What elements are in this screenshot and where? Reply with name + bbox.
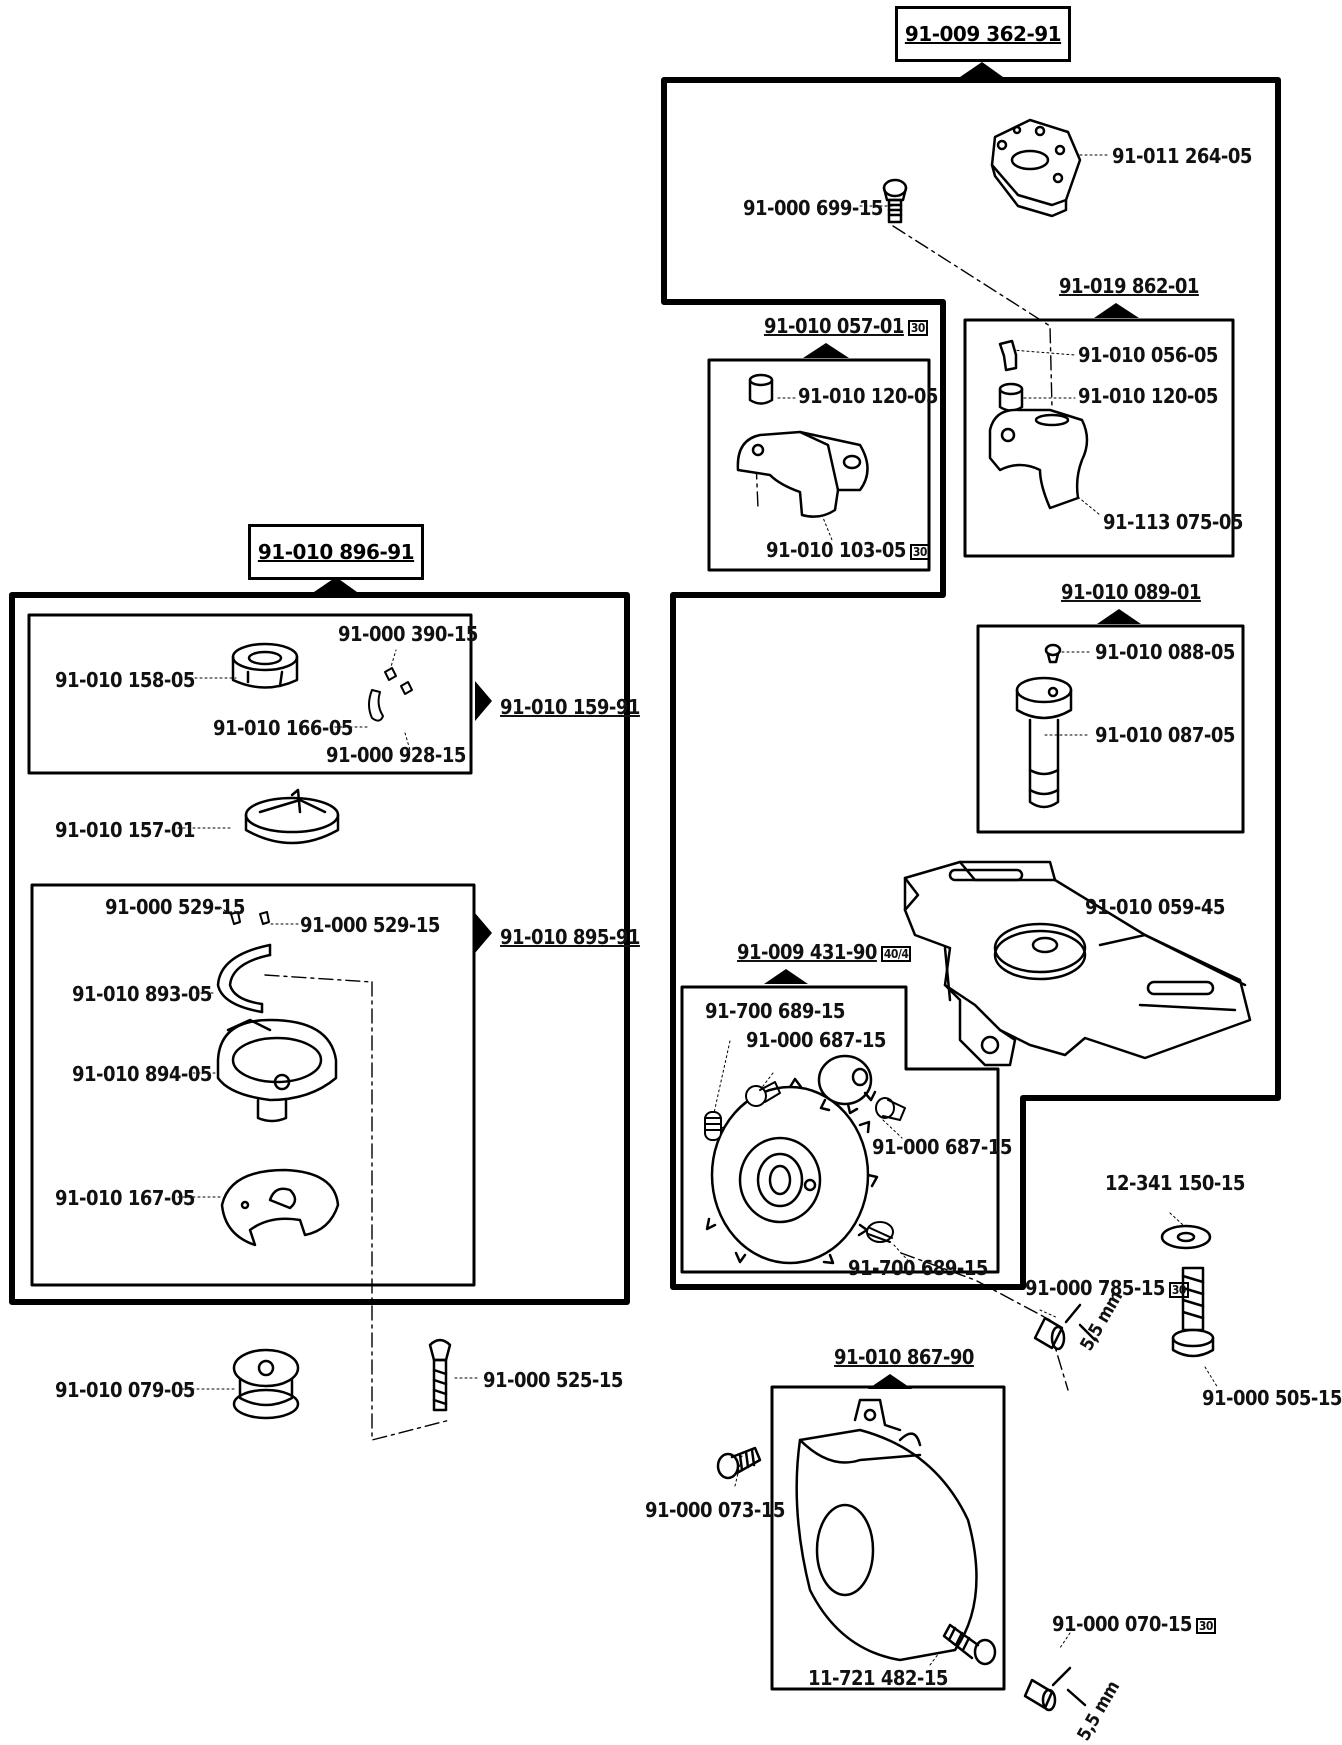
- needle-plate-part: [990, 118, 1082, 218]
- plate-167: [220, 1168, 340, 1247]
- part-label-088: 91-010 088-05: [1095, 640, 1235, 664]
- screw-687b: [875, 1097, 906, 1121]
- box-867: [770, 1385, 1006, 1691]
- bushing-120a: [748, 373, 774, 405]
- arrow-side-895: [475, 913, 492, 953]
- box-895: [30, 883, 476, 1287]
- part-label-158: 91-010 158-05: [55, 668, 195, 692]
- part-label-390: 91-000 390-15: [338, 622, 478, 646]
- part-label-699: 91-000 699-15: [743, 196, 883, 220]
- screws-390-928: [368, 667, 413, 722]
- part-label-529a: 91-000 529-15: [105, 895, 245, 919]
- title-left: 91-010 896-91: [257, 540, 415, 564]
- ring-893: [216, 943, 272, 1014]
- title-box-left: 91-010 896-91: [248, 524, 424, 580]
- title-box-top: 91-009 362-91: [895, 6, 1071, 62]
- part-label-150: 12-341 150-15: [1105, 1171, 1245, 1195]
- tag-40-4: 40/4: [880, 945, 912, 962]
- setscrew-689a: [704, 1111, 722, 1141]
- title-top: 91-009 362-91: [904, 22, 1062, 46]
- setscrew-689b: [866, 1221, 894, 1243]
- pin-087: [1015, 676, 1073, 809]
- gear-assembly-431: [705, 1054, 879, 1265]
- part-label-505: 91-000 505-15: [1202, 1386, 1342, 1410]
- screw-505: [1171, 1266, 1215, 1358]
- part-label-687a: 91-000 687-15: [746, 1028, 886, 1052]
- screw-525: [428, 1338, 452, 1412]
- bracket-075: [988, 408, 1089, 510]
- arrow-862: [1094, 303, 1139, 318]
- part-label-079: 91-010 079-05: [55, 1378, 195, 1402]
- part-label-525: 91-000 525-15: [483, 1368, 623, 1392]
- arrow-side-159: [475, 681, 492, 721]
- screw-699: [882, 178, 908, 224]
- screw-073: [716, 1446, 762, 1480]
- arrow-089: [1097, 609, 1141, 624]
- arrow-057: [803, 343, 849, 358]
- part-label-689a: 91-700 689-15: [705, 999, 845, 1023]
- box-431: [680, 985, 1000, 1274]
- part-label-087: 91-010 087-05: [1095, 723, 1235, 747]
- part-label-157: 91-010 157-01: [55, 818, 195, 842]
- washer-150: [1160, 1224, 1212, 1250]
- group-label-159: 91-010 159-91: [500, 695, 640, 719]
- part-label-056: 91-010 056-05: [1078, 343, 1218, 367]
- part-label-120a: 91-010 120-05: [798, 384, 938, 408]
- part-label-167: 91-010 167-05: [55, 1186, 195, 1210]
- bracket-103: [736, 430, 869, 518]
- screws-529: [230, 911, 270, 925]
- arrow-left: [314, 577, 357, 592]
- screw-088: [1044, 643, 1062, 664]
- part-label-166: 91-010 166-05: [213, 716, 353, 740]
- part-label-264: 91-011 264-05: [1112, 144, 1252, 168]
- part-label-928: 91-000 928-15: [326, 743, 466, 767]
- part-label-482: 11-721 482-15: [808, 1666, 948, 1690]
- group-label-895: 91-010 895-91: [500, 925, 640, 949]
- group-outline-top: [661, 77, 1281, 1290]
- box-089: [976, 624, 1245, 834]
- part-label-893: 91-010 893-05: [72, 982, 212, 1006]
- box-862: [963, 318, 1235, 558]
- part-label-689b: 91-700 689-15: [848, 1256, 988, 1280]
- group-label-867: 91-010 867-90: [834, 1345, 974, 1369]
- tag-30: 30: [1168, 1281, 1189, 1298]
- screw-482: [942, 1623, 997, 1666]
- tag-30: 30: [907, 319, 928, 336]
- part-label-059: 91-010 059-45: [1085, 895, 1225, 919]
- setscrew-070: [1023, 1666, 1087, 1712]
- group-label-862: 91-019 862-01: [1059, 274, 1199, 298]
- tag-30: 30: [909, 543, 930, 560]
- tag-30: 30: [1195, 1617, 1216, 1634]
- setscrew-785: [1033, 1303, 1097, 1351]
- hook-894: [216, 1018, 338, 1123]
- housing-867: [795, 1398, 978, 1662]
- group-outline-left: [9, 592, 630, 1305]
- part-label-073: 91-000 073-15: [645, 1498, 785, 1522]
- pin-056: [998, 339, 1018, 372]
- bobbin-079: [232, 1348, 300, 1420]
- group-label-089: 91-010 089-01: [1061, 580, 1201, 604]
- screw-687a: [745, 1081, 781, 1107]
- part-label-075: 91-113 075-05: [1103, 510, 1243, 534]
- box-159: [27, 613, 473, 775]
- part-label-529b: 91-000 529-15: [300, 913, 440, 937]
- bobbin-case-158: [231, 642, 299, 689]
- arrow-431: [764, 969, 808, 984]
- bushing-120b: [998, 382, 1024, 412]
- arrow-867: [868, 1374, 912, 1389]
- arrow-top: [960, 62, 1003, 77]
- base-059: [903, 860, 1252, 1067]
- part-label-894: 91-010 894-05: [72, 1062, 212, 1086]
- part-label-120b: 91-010 120-05: [1078, 384, 1218, 408]
- bobbin-case-157: [244, 788, 340, 845]
- box-057: [707, 358, 931, 572]
- part-label-687b: 91-000 687-15: [872, 1135, 1012, 1159]
